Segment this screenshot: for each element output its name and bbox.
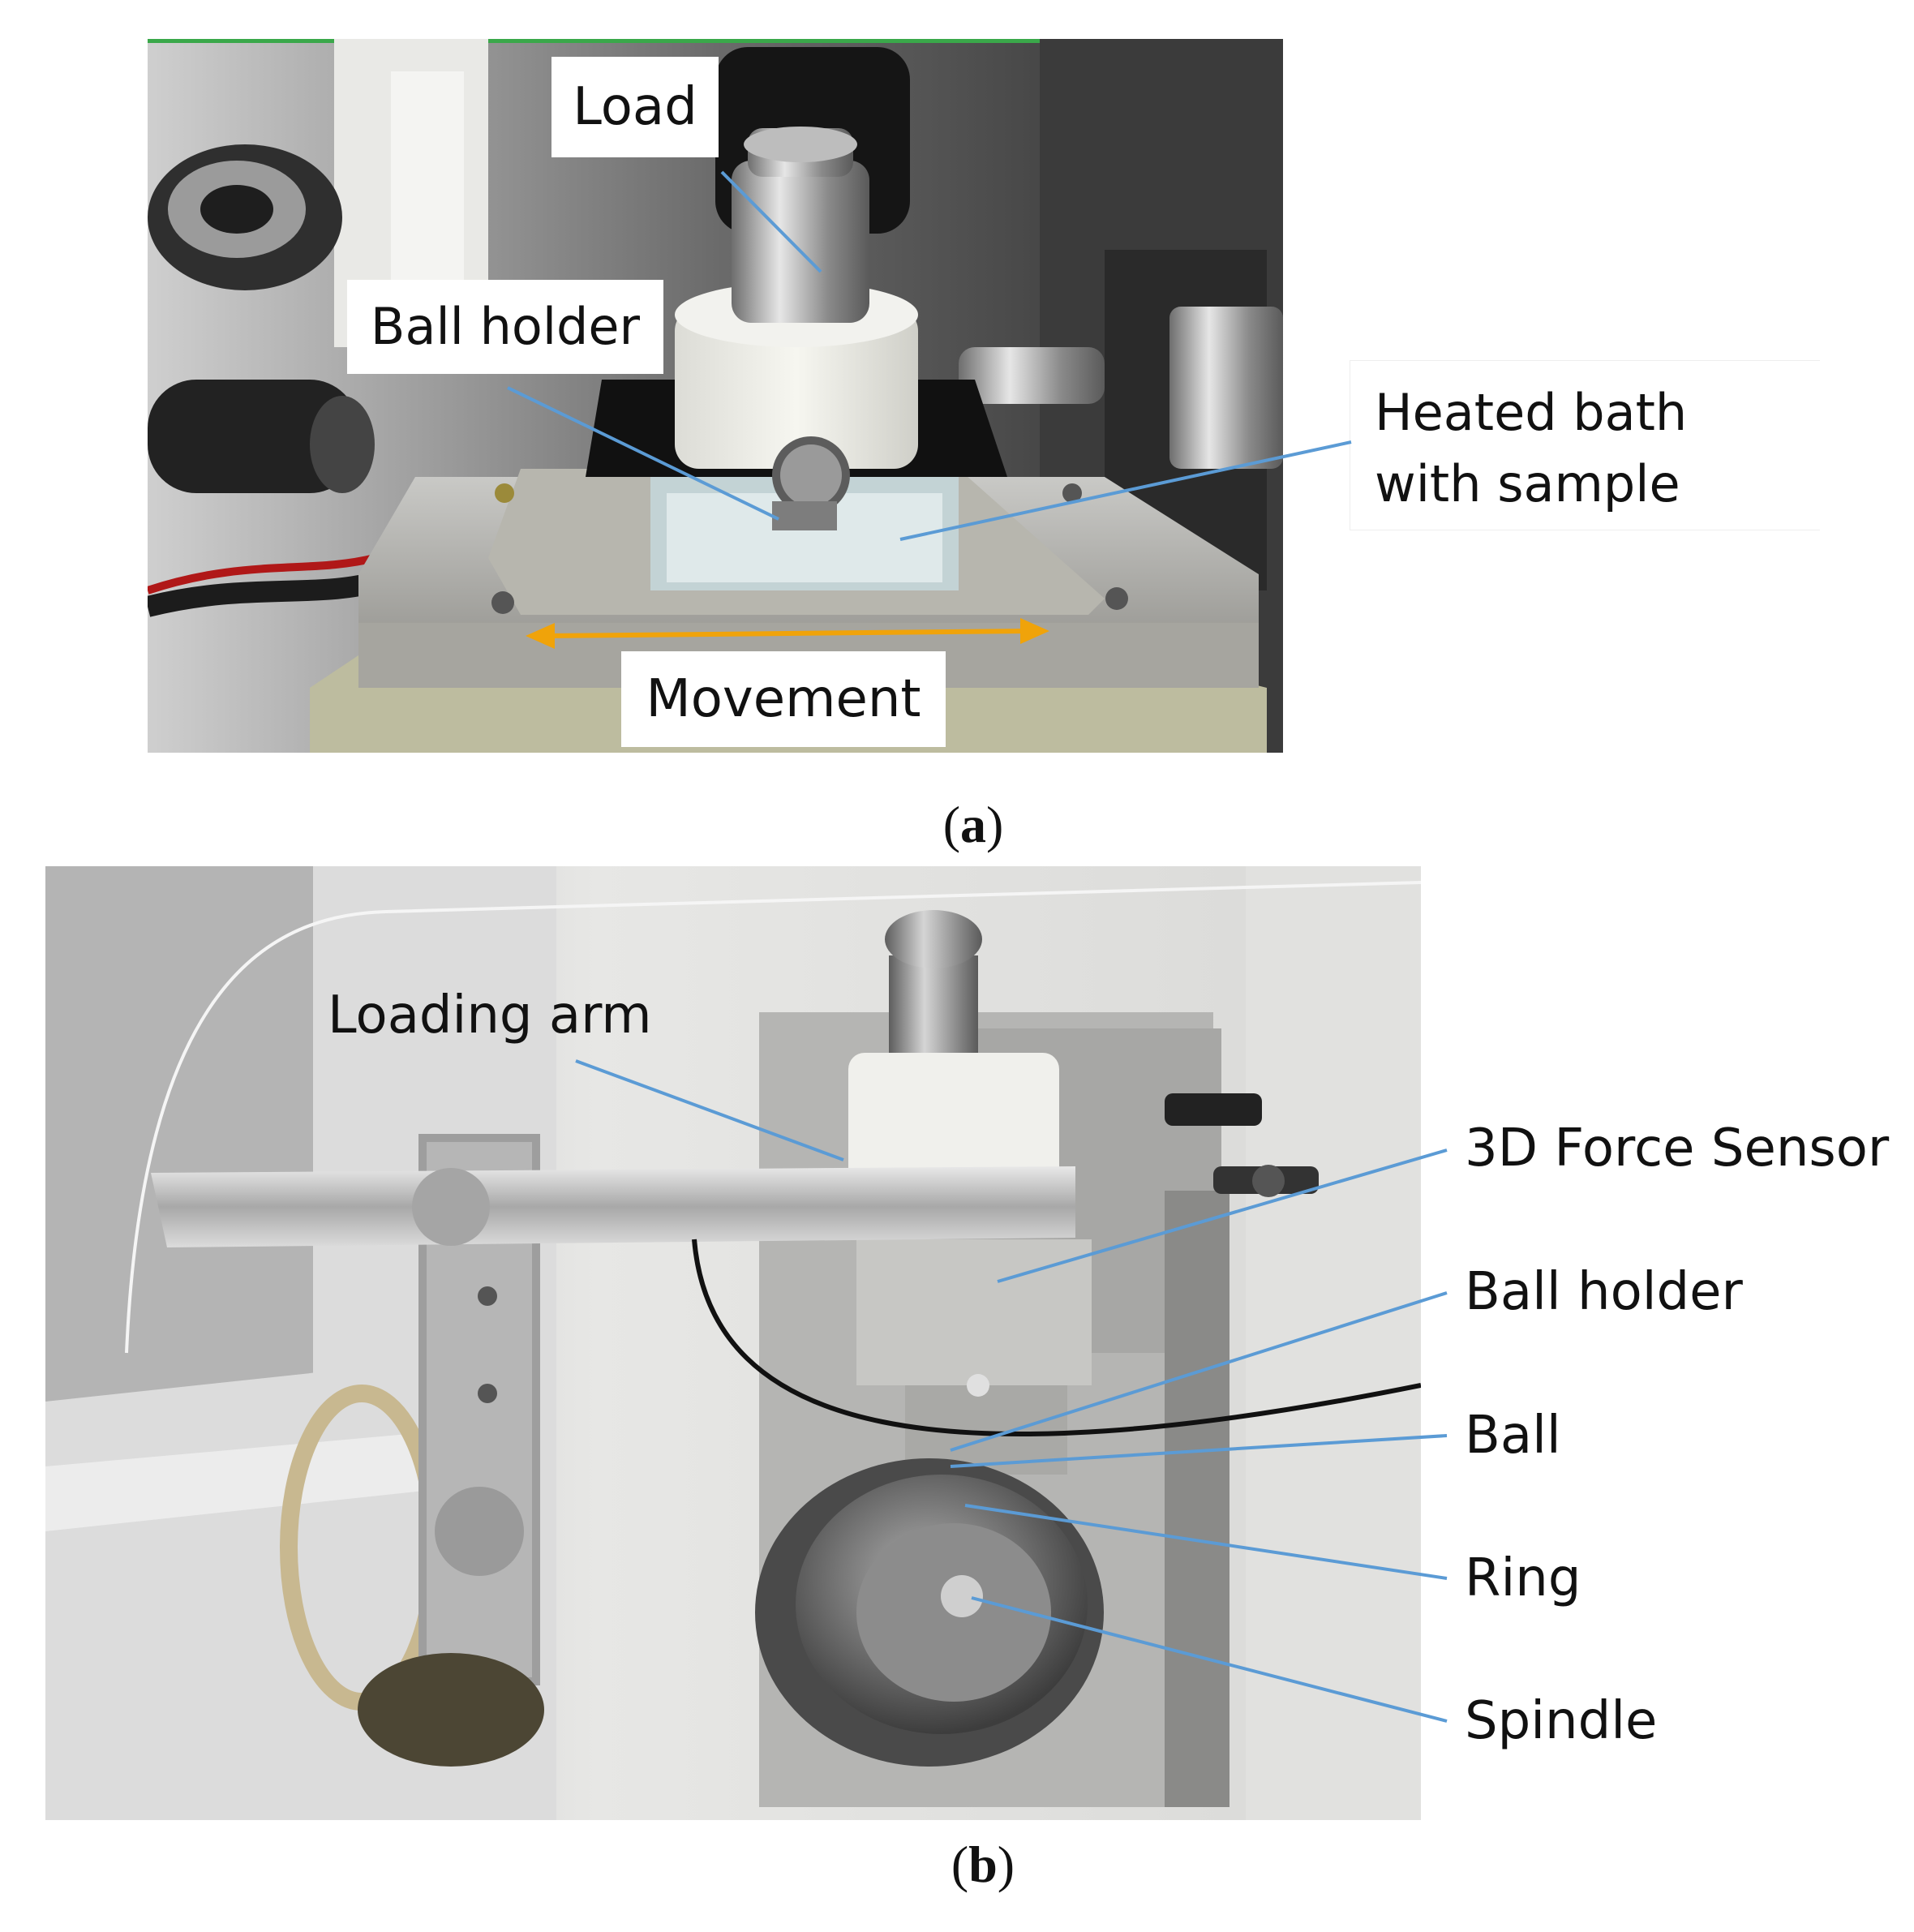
- label-heated-bath: Heated bath with sample: [1350, 360, 1820, 530]
- label-ball-holder-b: Ball holder: [1465, 1262, 1743, 1322]
- label-ring: Ring: [1465, 1548, 1581, 1608]
- label-ball: Ball: [1465, 1406, 1561, 1466]
- caption-a-letter: a: [960, 796, 986, 853]
- photo-panel-b: [45, 866, 1421, 1820]
- label-loading-arm: Loading arm: [328, 985, 652, 1045]
- caption-b: (b): [951, 1835, 1015, 1893]
- label-force-sensor: 3D Force Sensor: [1465, 1118, 1890, 1179]
- label-heated-bath-line2: with sample: [1375, 454, 1680, 513]
- caption-b-letter: b: [968, 1835, 998, 1893]
- tribometer-photo-b: [45, 866, 1421, 1820]
- label-heated-bath-line1: Heated bath: [1375, 383, 1688, 442]
- label-load: Load: [551, 57, 719, 157]
- label-ball-holder-a: Ball holder: [347, 280, 663, 374]
- label-movement: Movement: [621, 651, 946, 747]
- caption-a: (a): [942, 796, 1004, 853]
- label-spindle: Spindle: [1465, 1691, 1658, 1751]
